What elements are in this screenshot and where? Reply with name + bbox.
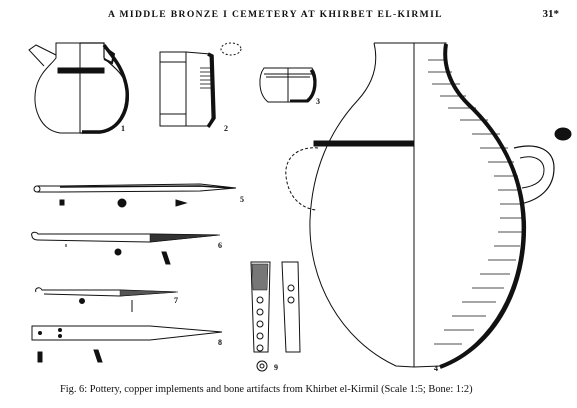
pottery-bowl-3 bbox=[259, 67, 317, 103]
copper-implement-7 bbox=[35, 287, 179, 312]
running-header: A MIDDLE BRONZE I CEMETERY AT KHIRBET EL… bbox=[0, 8, 577, 25]
item-label-6: 6 bbox=[218, 241, 222, 250]
pottery-jar-2 bbox=[159, 42, 242, 128]
item-label-1: 1 bbox=[121, 124, 125, 133]
item-label-3: 3 bbox=[316, 97, 320, 106]
copper-implement-8 bbox=[31, 325, 223, 363]
item-label-4: 4 bbox=[434, 364, 438, 373]
item-label-8: 8 bbox=[218, 338, 222, 347]
copper-implement-6 bbox=[31, 231, 221, 265]
pottery-amphora-4 bbox=[285, 42, 572, 369]
running-title: A MIDDLE BRONZE I CEMETERY AT KHIRBET EL… bbox=[108, 9, 443, 20]
figure-caption: Fig. 6: Pottery, copper implements and b… bbox=[60, 384, 473, 395]
pottery-jug-1 bbox=[28, 42, 129, 134]
item-label-2: 2 bbox=[224, 124, 228, 133]
bone-artifact-9 bbox=[250, 261, 301, 372]
item-label-9: 9 bbox=[274, 363, 278, 372]
item-label-5: 5 bbox=[240, 195, 244, 204]
item-label-7: 7 bbox=[174, 296, 178, 305]
copper-implement-5 bbox=[33, 183, 237, 208]
page-number: 31* bbox=[542, 8, 560, 20]
